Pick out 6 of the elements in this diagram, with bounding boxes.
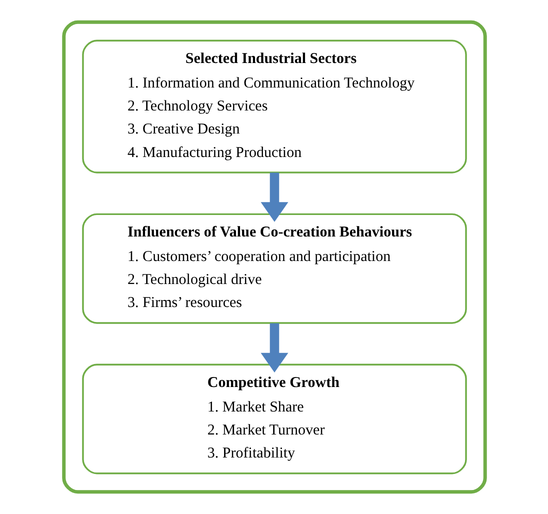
node-box: Influencers of Value Co-creation Behaviours 1. Customers’ cooperation and participation 2. Technological drive 3. Firms’ resources: [82, 213, 466, 324]
arrow: [260, 323, 288, 373]
node-box: Selected Industrial Sectors 1. Information and Communication Technology 2. Technology Services 3. Creative Design 4. Manufacturing Production: [82, 40, 466, 174]
arrow: [260, 172, 288, 222]
cluster: [62, 20, 486, 494]
node-box: Competitive Growth 1. Market Share 2. Market Turnover 3. Profitability: [82, 364, 466, 474]
